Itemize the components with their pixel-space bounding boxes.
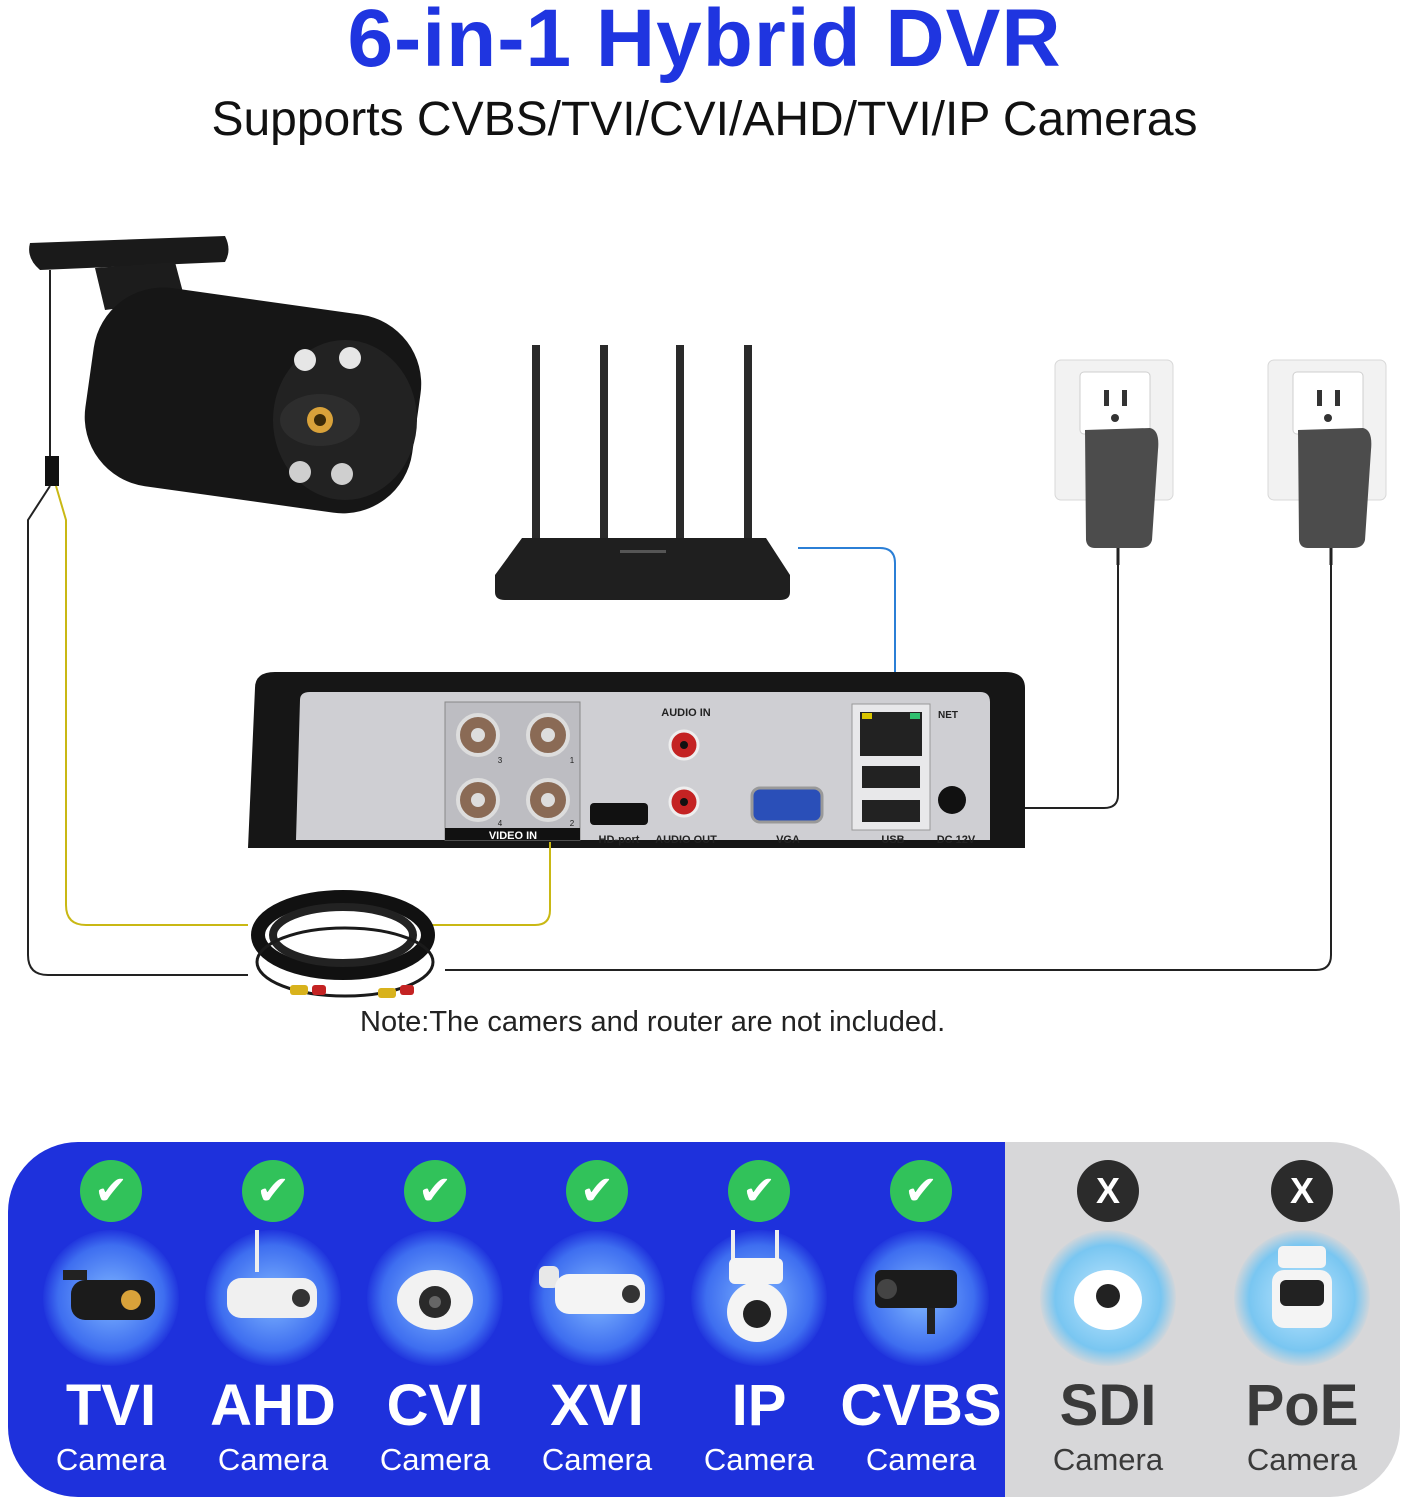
connection-diagram: AUDIO IN NET VIDEO IN HD-port AUDIO OUT … [27, 236, 1387, 998]
power-outlet-1-image [1054, 359, 1174, 565]
power-outlet-2-image [1267, 359, 1387, 565]
camera-type-sdi: X SDI Camera [1027, 1142, 1189, 1497]
video-in-label: VIDEO IN [489, 830, 537, 842]
check-icon: ✔ [404, 1160, 466, 1222]
check-icon: ✔ [728, 1160, 790, 1222]
camera-type-sub: Camera [703, 1442, 815, 1477]
camera-type-label: AHD [210, 1373, 336, 1438]
camera-type-sub: Camera [541, 1442, 653, 1477]
dual-lens-ptz-camera-icon [1234, 1230, 1370, 1366]
camera-type-label: SDI [1059, 1373, 1157, 1438]
box-camera-icon [853, 1230, 989, 1366]
camera-type-label: PoE [1245, 1373, 1359, 1438]
camera-type-tvi: ✔ TVI Camera [30, 1142, 192, 1497]
camera-type-sub: Camera [865, 1442, 977, 1477]
camera-type-label: XVI [550, 1373, 644, 1438]
usb-label: USB [881, 834, 904, 846]
disclaimer-note: Note:The camers and router are not inclu… [360, 1006, 946, 1038]
dc12v-label: DC 12V [937, 834, 976, 846]
camera-type-poe: X PoE Camera [1221, 1142, 1383, 1497]
router-image [495, 345, 790, 600]
check-icon: ✔ [566, 1160, 628, 1222]
camera-type-sub: Camera [217, 1442, 329, 1477]
camera-type-cvbs: ✔ CVBS Camera [840, 1142, 1002, 1497]
audio-out-label: AUDIO OUT [655, 834, 717, 846]
camera-type-cvi: ✔ CVI Camera [354, 1142, 516, 1497]
check-icon: ✔ [80, 1160, 142, 1222]
dome-camera-icon [1040, 1230, 1176, 1366]
page-title: 6-in-1 Hybrid DVR [347, 0, 1062, 84]
channel-2-label: 2 [570, 819, 575, 828]
camera-type-sub: Camera [1052, 1442, 1164, 1477]
bullet-camera-image [29, 236, 422, 514]
wifi-bullet-camera-icon [205, 1230, 341, 1366]
check-icon: ✔ [242, 1160, 304, 1222]
camera-type-sub: Camera [1246, 1442, 1358, 1477]
camera-type-label: CVI [386, 1373, 484, 1438]
bnc-cable-coil-image [251, 890, 435, 998]
camera-type-label: TVI [65, 1373, 157, 1438]
net-label: NET [938, 710, 958, 721]
check-icon: ✔ [890, 1160, 952, 1222]
page-subtitle: Supports CVBS/TVI/CVI/AHD/TVI/IP Cameras [211, 93, 1198, 146]
camera-type-sub: Camera [55, 1442, 167, 1477]
ptz-wifi-camera-icon [691, 1230, 827, 1366]
channel-4-label: 4 [498, 819, 503, 828]
camera-type-xvi: ✔ XVI Camera [516, 1142, 678, 1497]
dvr-rear-panel: AUDIO IN NET VIDEO IN HD-port AUDIO OUT … [248, 672, 1025, 848]
bullet-camera-icon [43, 1230, 179, 1366]
audio-in-label: AUDIO IN [661, 707, 711, 719]
camera-type-label: IP [731, 1373, 787, 1438]
channel-3-label: 3 [498, 756, 503, 765]
camera-type-sub: Camera [379, 1442, 491, 1477]
cross-icon: X [1077, 1160, 1139, 1222]
channel-1-label: 1 [570, 756, 575, 765]
cross-icon: X [1271, 1160, 1333, 1222]
white-bullet-camera-icon [529, 1230, 665, 1366]
camera-type-ip: ✔ IP Camera [678, 1142, 840, 1497]
hd-port-label: HD-port [599, 834, 640, 846]
vga-label: VGA [776, 834, 800, 846]
dome-camera-icon [367, 1230, 503, 1366]
camera-type-label: CVBS [840, 1373, 1002, 1438]
camera-type-ahd: ✔ AHD Camera [192, 1142, 354, 1497]
